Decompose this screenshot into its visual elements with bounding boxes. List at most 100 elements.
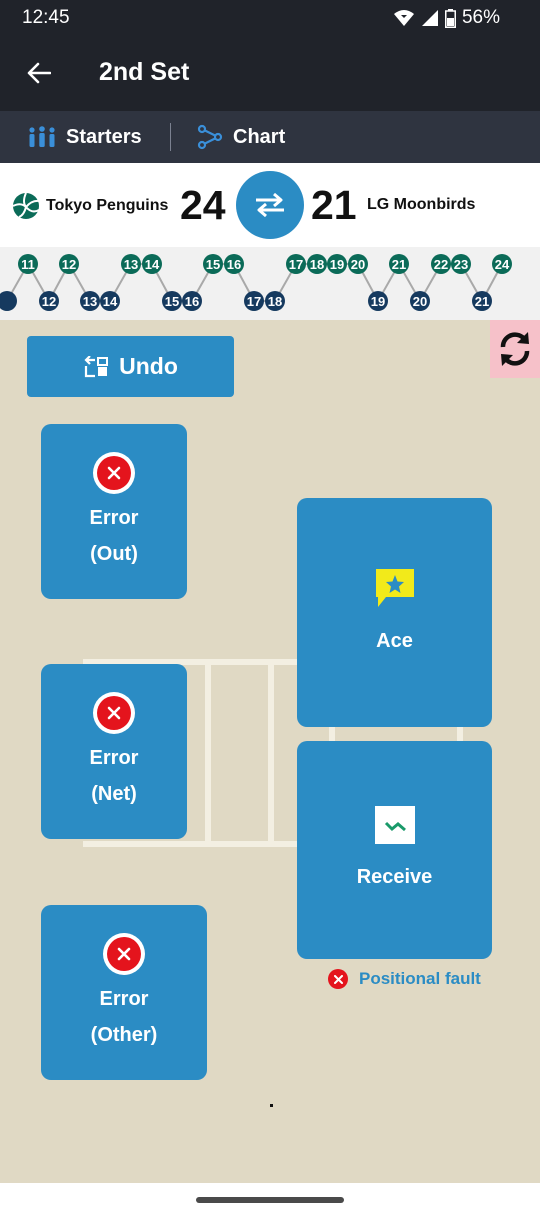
- error-net-label-1: Error: [89, 746, 139, 769]
- away-point-marker: 14: [100, 291, 120, 311]
- away-point-marker: 21: [472, 291, 492, 311]
- home-point-marker: 21: [389, 254, 409, 274]
- point-label: 21: [475, 294, 489, 309]
- page-title: 2nd Set: [99, 58, 190, 86]
- refresh-icon: [500, 332, 530, 366]
- rotate-button[interactable]: [490, 320, 540, 378]
- home-point-marker: 23: [451, 254, 471, 274]
- away-point-marker: [0, 291, 17, 311]
- away-point-marker: 13: [80, 291, 100, 311]
- point-label: 14: [103, 294, 118, 309]
- away-team-name: LG Moonbirds: [367, 196, 476, 213]
- point-label: 23: [454, 257, 468, 272]
- point-label: 19: [371, 294, 385, 309]
- point-label: 18: [310, 257, 324, 272]
- battery-icon: [444, 8, 456, 28]
- positional-fault-button[interactable]: Positional fault: [328, 969, 481, 989]
- ace-button[interactable]: Ace: [297, 498, 492, 727]
- error-out-label-2: (Out): [90, 542, 138, 565]
- error-other-label-1: Error: [99, 987, 149, 1010]
- error-other-button[interactable]: Error (Other): [41, 905, 207, 1080]
- home-point-marker: 11: [18, 254, 38, 274]
- point-label: 24: [495, 257, 510, 272]
- players-icon: [29, 126, 55, 147]
- point-label: 13: [83, 294, 97, 309]
- signal-icon: [421, 10, 438, 26]
- home-point-marker: 12: [59, 254, 79, 274]
- home-point-marker: 18: [307, 254, 327, 274]
- point-label: 19: [330, 257, 344, 272]
- point-label: 11: [21, 257, 35, 272]
- share-icon: [197, 124, 223, 150]
- point-label: 12: [62, 257, 76, 272]
- star-badge-icon: [375, 568, 414, 607]
- undo-label: Undo: [119, 353, 178, 379]
- error-net-button[interactable]: Error (Net): [41, 664, 187, 839]
- volleyball-icon: [12, 192, 40, 219]
- home-point-marker: 17: [286, 254, 306, 274]
- point-label: 13: [124, 257, 138, 272]
- status-time: 12:45: [22, 7, 70, 28]
- point-label: 16: [227, 257, 241, 272]
- away-point-marker: 17: [244, 291, 264, 311]
- home-team-name: Tokyo Penguins: [46, 197, 169, 214]
- error-x-icon: [103, 932, 145, 975]
- home-handle[interactable]: [196, 1197, 344, 1203]
- away-point-marker: 19: [368, 291, 388, 311]
- arrow-left-icon: [27, 62, 51, 84]
- point-label: 15: [206, 257, 220, 272]
- error-other-label-2: (Other): [90, 1023, 158, 1046]
- home-point-marker: 14: [142, 254, 162, 274]
- back-button[interactable]: [18, 52, 60, 94]
- swap-arrows-icon: [256, 193, 284, 217]
- point-label: 22: [434, 257, 448, 272]
- swap-sides-button[interactable]: [236, 171, 304, 239]
- ace-label: Ace: [376, 629, 413, 652]
- tab-chart[interactable]: Chart: [197, 111, 285, 163]
- receive-button[interactable]: Receive: [297, 741, 492, 959]
- away-point-marker: 15: [162, 291, 182, 311]
- home-point-marker: 20: [348, 254, 368, 274]
- tab-divider: [170, 123, 171, 151]
- wifi-icon: [393, 10, 414, 26]
- home-point-marker: 19: [327, 254, 347, 274]
- error-out-label-1: Error: [89, 506, 139, 529]
- home-score: 24: [180, 182, 226, 228]
- home-point-marker: 24: [492, 254, 512, 274]
- point-label: 21: [392, 257, 406, 272]
- point-label: 14: [145, 257, 160, 272]
- away-point-marker: 16: [182, 291, 202, 311]
- point-label: 20: [351, 257, 365, 272]
- check-square-icon: [374, 806, 415, 844]
- point-label: 12: [42, 294, 56, 309]
- point-label: 18: [268, 294, 282, 309]
- home-point-marker: 16: [224, 254, 244, 274]
- error-net-label-2: (Net): [91, 782, 137, 805]
- away-point-marker: 20: [410, 291, 430, 311]
- tab-starters[interactable]: Starters: [28, 111, 142, 163]
- app-bar: 2nd Set: [0, 36, 540, 111]
- away-score: 21: [311, 182, 357, 228]
- tab-chart-label: Chart: [233, 125, 286, 148]
- battery-level: 56%: [461, 7, 500, 28]
- error-x-icon: [328, 969, 348, 989]
- error-x-icon: [93, 451, 135, 494]
- error-x-icon: [93, 691, 135, 734]
- positional-fault-label: Positional fault: [359, 969, 481, 988]
- score-bar: Tokyo Penguins 24 21 LG Moonbirds: [0, 163, 540, 247]
- error-out-button[interactable]: Error (Out): [41, 424, 187, 599]
- home-point-marker: 22: [431, 254, 451, 274]
- status-icons: 56%: [393, 7, 500, 29]
- away-point-marker: 18: [265, 291, 285, 311]
- point-label: 17: [247, 294, 261, 309]
- away-point-marker: 12: [39, 291, 59, 311]
- undo-button[interactable]: Undo: [27, 336, 234, 397]
- point-label: 16: [185, 294, 199, 309]
- home-point-marker: 15: [203, 254, 223, 274]
- home-team: Tokyo Penguins: [12, 192, 168, 220]
- tab-bar: Starters Chart: [0, 111, 540, 163]
- status-bar: 12:45 56%: [0, 0, 540, 36]
- undo-icon: [84, 355, 109, 377]
